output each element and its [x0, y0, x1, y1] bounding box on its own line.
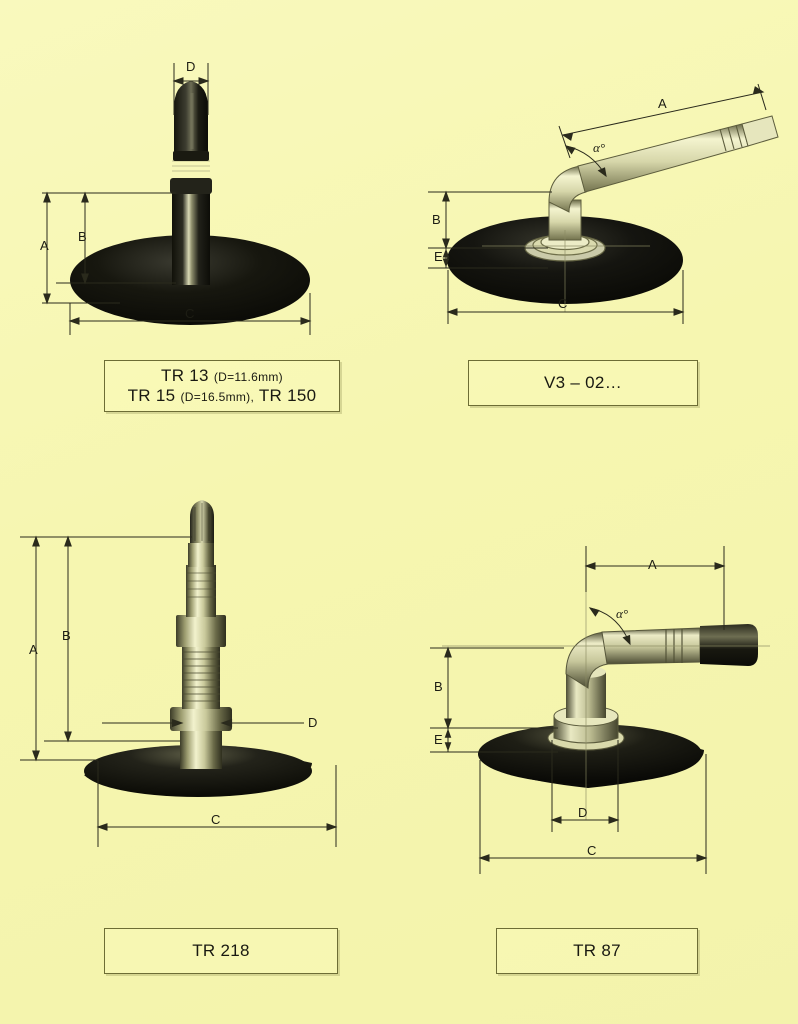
dim-label-e: E	[434, 249, 444, 264]
figure-v3-02: A α° B E C	[420, 80, 780, 340]
dim-label-alpha: α°	[616, 606, 629, 621]
label-tr13-note: (D=11.6mm)	[213, 370, 283, 384]
label-line-2: TR 15 (D=16.5mm), TR 150	[128, 386, 317, 406]
label-v3-02: V3 – 02…	[543, 373, 622, 392]
figure-tr218-drawing	[20, 500, 338, 847]
figure-tr218: A B D C	[12, 495, 362, 875]
label-line-1: TR 13 (D=11.6mm)	[161, 366, 283, 386]
label-box-tr13-tr15: TR 13 (D=11.6mm) TR 15 (D=16.5mm), TR 15…	[104, 360, 340, 412]
dim-label-c: C	[558, 296, 568, 311]
dim-label-b: B	[432, 212, 442, 227]
figure-v3-02-drawing	[428, 83, 779, 324]
label-tr218: TR 218	[192, 941, 250, 960]
dim-label-b: B	[434, 679, 444, 694]
figure-tr87-drawing	[430, 546, 770, 874]
dim-label-a: A	[29, 642, 39, 657]
dim-label-d: D	[186, 59, 196, 74]
dim-label-c: C	[587, 843, 597, 858]
dim-label-b: B	[78, 229, 88, 244]
label-tr15-note: (D=16.5mm),	[180, 390, 255, 404]
label-tr87: TR 87	[573, 941, 621, 960]
dim-label-d: D	[308, 715, 318, 730]
dim-label-c: C	[211, 812, 221, 827]
dim-label-d: D	[578, 805, 588, 820]
label-tr15: TR 15	[127, 386, 176, 405]
figure-tr13-drawing	[42, 63, 312, 335]
label-tr150: TR 150	[258, 386, 317, 405]
dim-label-a: A	[40, 238, 50, 253]
dim-label-alpha: α°	[593, 140, 606, 155]
label-box-tr87: TR 87	[496, 928, 698, 974]
dim-label-b: B	[62, 628, 72, 643]
dim-label-e: E	[434, 732, 444, 747]
dim-label-a: A	[658, 96, 668, 111]
dim-label-a: A	[648, 557, 658, 572]
label-box-v3-02: V3 – 02…	[468, 360, 698, 406]
figure-tr13-tr15: A B C D	[20, 45, 360, 345]
figure-tr87: A α° B E D C	[418, 540, 778, 910]
label-box-tr218: TR 218	[104, 928, 338, 974]
dim-label-c: C	[185, 306, 195, 321]
label-tr13: TR 13	[161, 366, 209, 385]
